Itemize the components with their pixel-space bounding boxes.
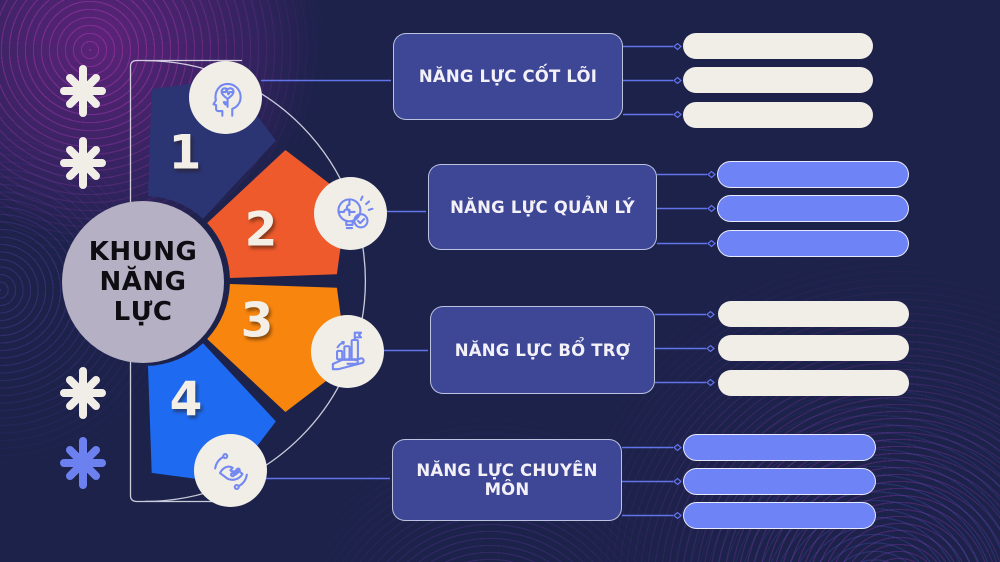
box-nang-luc-quan-ly: NĂNG LỰC QUẢN LÝ — [428, 164, 657, 250]
center-title-line: NĂNG — [99, 266, 187, 297]
handshake-icon — [213, 452, 248, 490]
puzzle-lightbulb-check-icon — [336, 195, 373, 229]
icon-circle-2 — [314, 177, 387, 250]
placeholder-pill — [683, 33, 873, 59]
segment-number-1: 1 — [168, 125, 202, 181]
category-label: NĂNG LỰC BỔ TRỢ — [454, 340, 631, 360]
sparkle-star-1 — [60, 65, 106, 117]
placeholder-pill — [718, 335, 909, 361]
placeholder-pill — [717, 161, 909, 188]
mind-heart-icon — [211, 82, 242, 117]
connectors-box1-pills — [623, 45, 673, 116]
category-label: NĂNG LỰC CỐT LÕI — [418, 67, 598, 86]
connector-end-diamonds — [673, 42, 716, 520]
connectors-box2-pills — [657, 173, 707, 245]
center-title-line: KHUNG — [88, 236, 198, 267]
segment-number-4: 4 — [169, 372, 203, 428]
box-nang-luc-chuyen-mon: NĂNG LỰC CHUYÊN MÔN — [392, 439, 622, 521]
placeholder-pill — [683, 468, 876, 495]
segment-number-2: 2 — [244, 202, 278, 258]
box-nang-luc-cot-loi: NĂNG LỰC CỐT LÕI — [393, 33, 623, 120]
placeholder-pill — [718, 370, 909, 396]
center-title-line: LỰC — [113, 297, 173, 328]
placeholder-pill — [683, 434, 876, 461]
segment-number-3: 3 — [240, 293, 274, 349]
placeholder-pill — [683, 502, 876, 529]
sparkle-star-2 — [60, 137, 106, 189]
connectors-box3-pills — [655, 313, 706, 384]
icon-circle-3 — [311, 315, 384, 388]
placeholder-pill — [683, 67, 873, 93]
placeholder-pill — [717, 230, 909, 257]
sparkle-star-4 — [60, 437, 106, 489]
wedge-3 — [207, 284, 348, 412]
placeholder-pill — [717, 195, 909, 222]
growth-chart-hand-icon — [331, 331, 365, 370]
placeholder-pill — [683, 102, 873, 128]
category-label: NĂNG LỰC CHUYÊN MÔN — [416, 461, 598, 499]
icon-circle-1 — [189, 61, 262, 134]
placeholder-pill — [718, 301, 909, 327]
category-label: NĂNG LỰC QUẢN LÝ — [450, 197, 635, 217]
box-nang-luc-bo-tro: NĂNG LỰC BỔ TRỢ — [430, 306, 655, 394]
icon-circle-4 — [194, 434, 267, 507]
sparkle-star-3 — [60, 367, 106, 419]
center-title-circle: KHUNG NĂNG LỰC — [62, 201, 224, 363]
connectors-box4-pills — [622, 446, 673, 517]
